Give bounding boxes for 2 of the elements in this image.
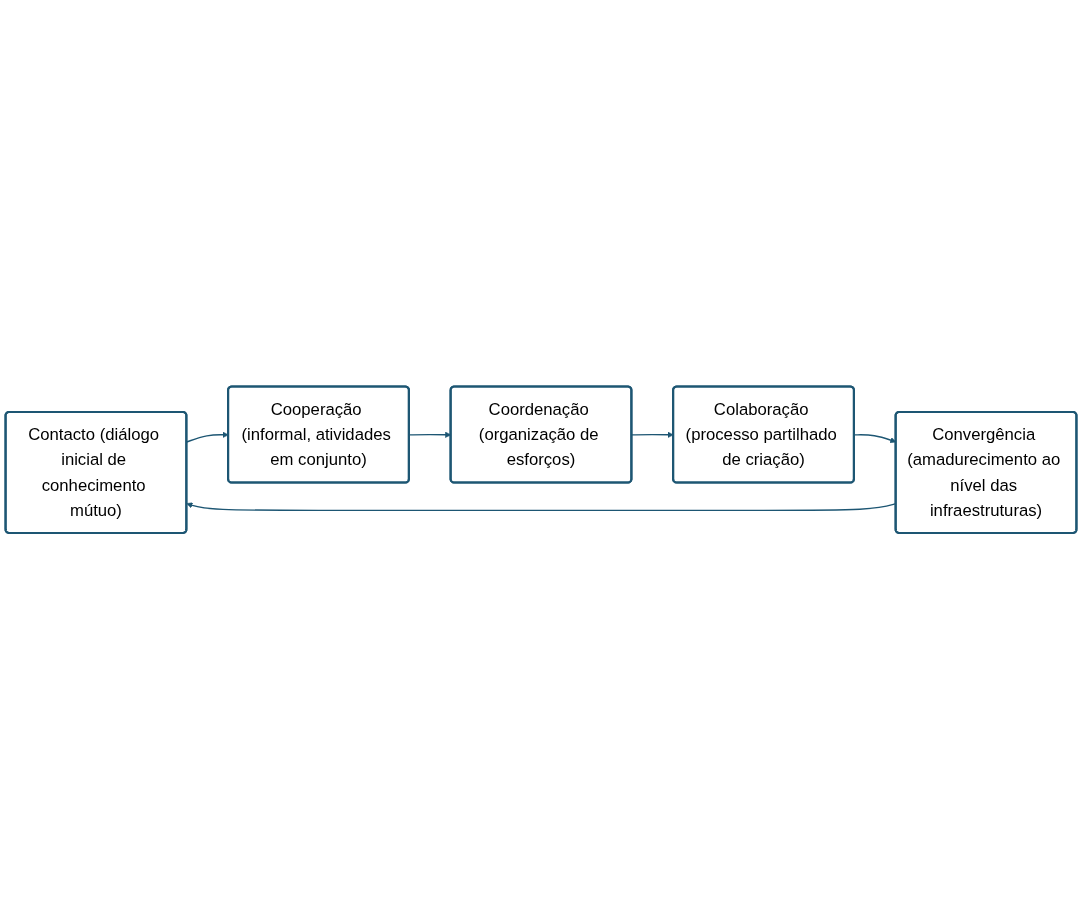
arrow [186,432,229,443]
arrow [631,432,674,439]
